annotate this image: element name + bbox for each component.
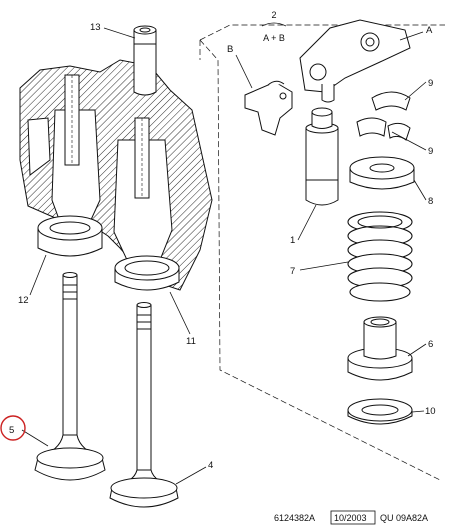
valve-seat-12 [37,215,103,257]
callout-10: 10 [425,406,436,417]
callout-6: 6 [428,339,433,350]
callout-13: 13 [90,22,101,33]
leader-lines [21,27,427,485]
callout-A: A [426,25,433,36]
cylinder-head-section [19,59,213,291]
footer-ref: 6124382A [274,513,315,523]
callout-11: 11 [186,336,196,347]
callout-9-lower: 9 [428,146,433,157]
footer-date-box [330,510,376,525]
callout-4: 4 [208,460,213,471]
callout-B: B [227,44,233,55]
valve-4 [109,302,179,508]
highlight-circle [0,415,26,441]
footer-date: 10/2003 [334,513,367,523]
callout-9-upper: 9 [428,78,433,89]
valve-5 [34,272,106,481]
spring-washer-10 [347,398,413,425]
callout-1: 1 [290,235,295,246]
tappet-clip-B [244,80,293,136]
spring-retainer-8 [349,156,415,190]
lash-adjuster-1 [305,107,339,206]
callout-8: 8 [428,196,433,207]
assembly-note-top: 2 [271,10,276,20]
callout-labels: 13 A B 9 9 8 1 7 12 11 6 10 5 4 [9,22,436,471]
footer-reference: 6124382A 10/2003 QU 09A82A [274,510,428,525]
callout-7: 7 [290,266,295,277]
curved-arrow-icon [261,22,287,27]
assembly-note: 2 A + B [261,10,287,43]
callout-12: 12 [18,295,29,306]
valve-seat-11 [114,255,180,291]
callout-5: 5 [9,425,14,436]
assembly-note-bottom: A + B [263,33,285,43]
valve-guide-13 [133,25,157,96]
valve-spring-7 [347,211,413,302]
footer-code: QU 09A82A [380,513,428,523]
rocker-arm-A [299,19,411,103]
stem-seal-6 [347,316,413,381]
valve-keepers-9 [356,91,411,141]
